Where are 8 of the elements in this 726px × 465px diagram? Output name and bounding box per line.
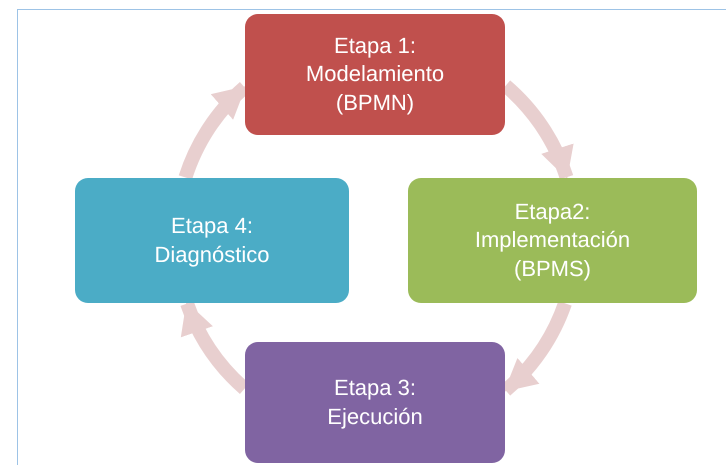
- stage-box: [245, 342, 505, 463]
- stage-box: [408, 178, 697, 303]
- stage-box: [75, 178, 349, 303]
- stage-label: Etapa 4: Diagnóstico: [154, 212, 270, 269]
- stage-label: Etapa2: Implementación (BPMS): [474, 198, 632, 283]
- stage-box: [245, 14, 505, 135]
- stage-label: Etapa 1: Modelamiento (BPMN): [304, 32, 446, 117]
- stage-label: Etapa 3: Ejecución: [326, 374, 424, 431]
